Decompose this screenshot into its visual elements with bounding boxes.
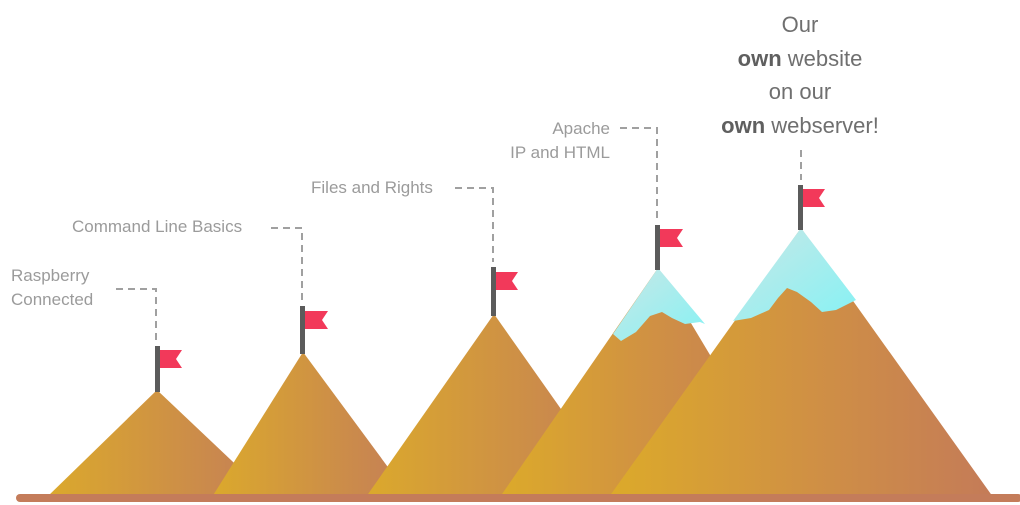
- milestone-label-3: Files and Rights: [311, 176, 433, 200]
- milestone-label-2-line-1: Command Line Basics: [72, 217, 243, 236]
- mountain-1: [47, 390, 270, 497]
- goal-line-2: own website: [690, 42, 910, 76]
- milestone-label-4-line-2: IP and HTML: [510, 143, 610, 162]
- goal-line-2-rest: website: [781, 45, 863, 71]
- goal-line-2-bold: own: [737, 45, 782, 71]
- goal-label: Our own website on our own webserver!: [690, 8, 910, 142]
- milestone-label-3-line-1: Files and Rights: [311, 178, 433, 197]
- goal-line-4-bold: own: [721, 112, 766, 138]
- mountain-5: [609, 228, 993, 497]
- flag-icon: [491, 267, 518, 316]
- milestone-label-1: Raspberry Connected: [11, 264, 93, 312]
- flag-icon: [655, 225, 683, 270]
- mountain-2: [212, 352, 410, 497]
- goal-line-3: on our: [768, 79, 832, 104]
- connector-line-2: [271, 227, 303, 300]
- milestone-label-2: Command Line Basics: [72, 215, 242, 239]
- connector-line-1: [116, 288, 157, 340]
- milestone-label-1-line-2: Connected: [11, 290, 94, 309]
- flag-icon: [155, 346, 182, 392]
- milestone-label-1-line-1: Raspberry: [11, 266, 90, 285]
- milestone-label-4-line-1: Apache: [552, 119, 610, 138]
- connector-line-4: [620, 127, 658, 220]
- flag-icon: [798, 185, 825, 230]
- snowcap-5: [733, 228, 856, 321]
- connector-line-3: [455, 187, 494, 262]
- snowcap-4: [613, 268, 705, 341]
- goal-line-4: own webserver!: [690, 109, 910, 143]
- flag-icon: [300, 306, 328, 354]
- milestone-label-4: Apache IP and HTML: [500, 117, 610, 165]
- goal-line-4-rest: webserver!: [765, 112, 879, 138]
- goal-line-1: Our: [781, 12, 819, 37]
